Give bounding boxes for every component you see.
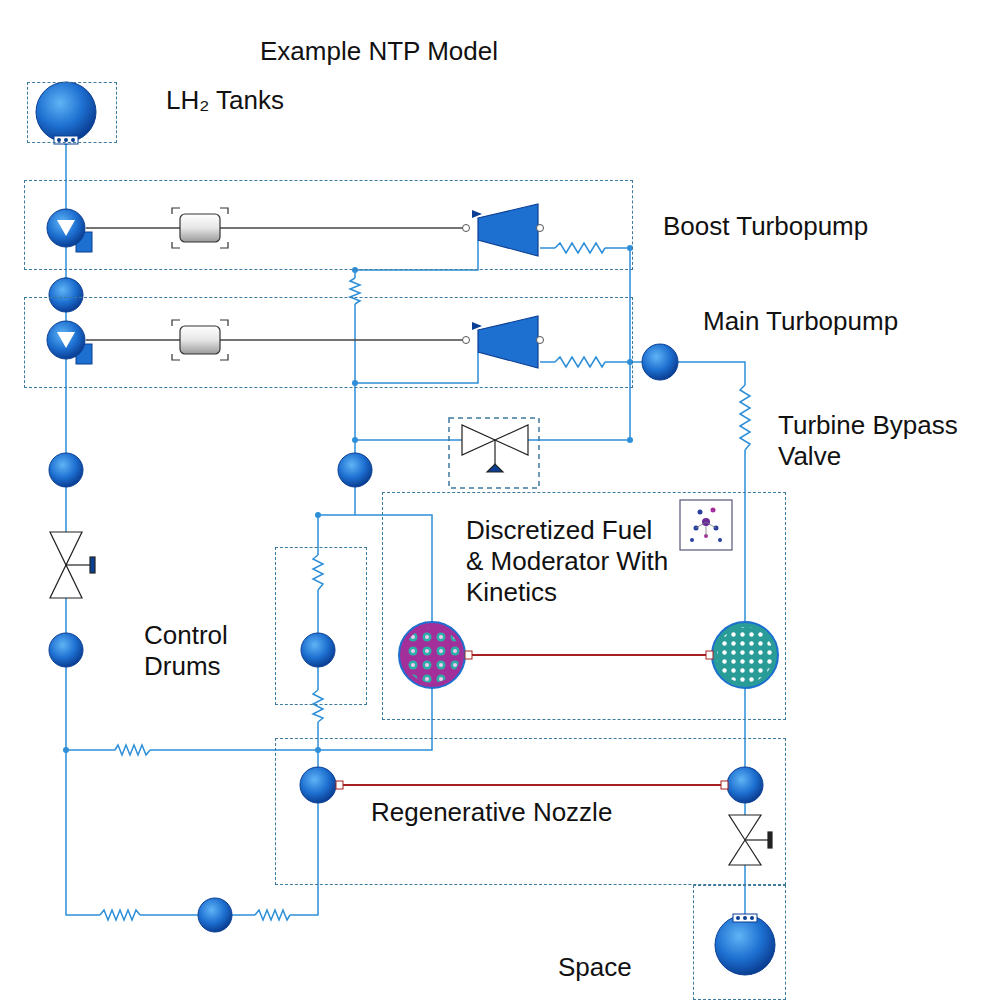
pipe	[66, 180, 750, 920]
group-label: Space	[558, 952, 632, 983]
label-holder: LH₂ Tanks	[166, 85, 284, 116]
component-label: Turbine Bypass Valve	[778, 410, 968, 472]
group-label: Main Turbopump	[703, 306, 898, 337]
group-label: Regenerative Nozzle	[371, 797, 612, 828]
title: Example NTP Model	[260, 36, 498, 67]
shaft-coupling	[172, 208, 228, 360]
group-label: Discretized Fuel & Moderator With Kineti…	[466, 515, 671, 608]
shaft	[86, 228, 466, 340]
group-box: Boost Turbopump	[24, 180, 633, 270]
label-holder: Regenerative Nozzle	[371, 797, 612, 828]
valve	[50, 418, 772, 865]
label-holder: Discretized Fuel & Moderator With Kineti…	[466, 515, 671, 608]
reactor-core	[399, 622, 778, 688]
group-label: LH₂ Tanks	[166, 85, 284, 116]
volume	[49, 278, 763, 932]
label-holder: Boost Turbopump	[663, 211, 868, 242]
pump	[47, 209, 92, 364]
heat-port-link	[336, 651, 728, 789]
group-box: Regenerative Nozzle	[275, 738, 786, 885]
group-box: Main Turbopump	[24, 297, 633, 388]
label-holder: Main Turbopump	[703, 306, 898, 337]
label-holder: Turbine Bypass Valve	[778, 410, 968, 472]
group-box: Control Drums	[275, 547, 367, 705]
label-holder: Space	[558, 952, 632, 983]
turbine	[463, 204, 544, 368]
junction-dot	[63, 139, 633, 753]
label-holder: Control Drums	[144, 620, 269, 682]
pipe-connector	[65, 143, 67, 180]
title-holder: Example NTP Model	[260, 36, 498, 67]
group-label: Control Drums	[144, 620, 269, 682]
group-box: Discretized Fuel & Moderator With Kineti…	[382, 492, 786, 720]
group-label: Boost Turbopump	[663, 211, 868, 242]
group-box: Space	[693, 885, 786, 1000]
kinetics-icon	[680, 500, 732, 550]
group-box: LH₂ Tanks	[27, 82, 117, 143]
